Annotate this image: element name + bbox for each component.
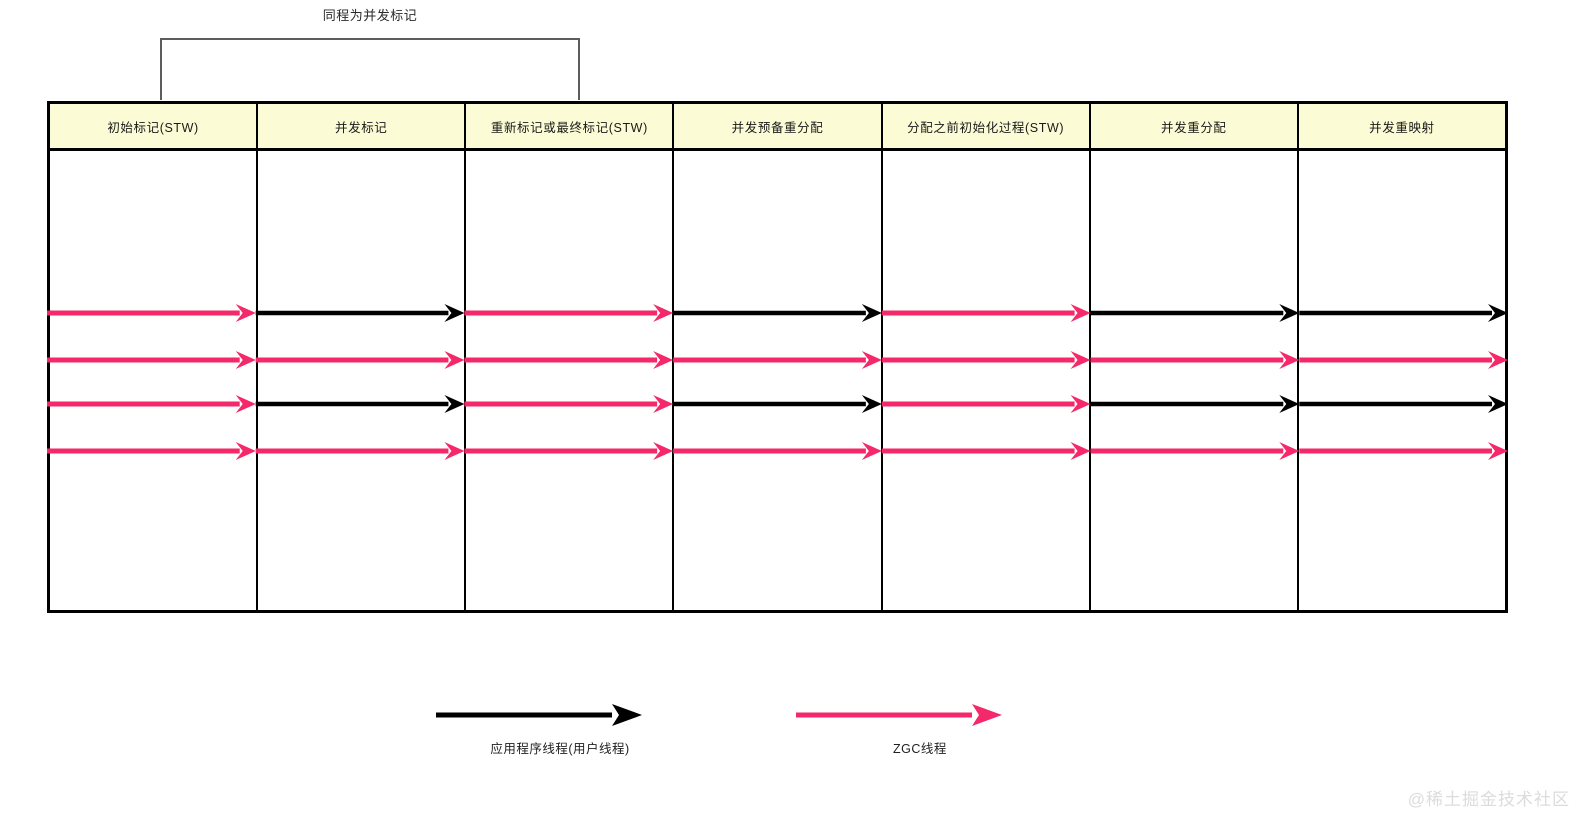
legend: 应用程序线程(用户线程) ZGC线程 xyxy=(0,690,1584,780)
app-thread-arrow-icon xyxy=(436,704,642,726)
legend-app-thread-label: 应用程序线程(用户线程) xyxy=(490,742,630,756)
zgc-phase-table: 初始标记(STW) 并发标记 重新标记或最终标记(STW) 并发预备重分配 分配… xyxy=(47,101,1508,613)
phase-header-cell-2: 并发标记 xyxy=(258,104,467,148)
phase-body-cell-6 xyxy=(1091,151,1299,610)
phase-body-row xyxy=(50,151,1505,610)
phase-header-row: 初始标记(STW) 并发标记 重新标记或最终标记(STW) 并发预备重分配 分配… xyxy=(50,104,1505,151)
phase-body-cell-3 xyxy=(466,151,675,610)
phase-body-cell-5 xyxy=(883,151,1091,610)
legend-zgc-thread: ZGC线程 xyxy=(750,690,1090,756)
phase-header-cell-7: 并发重映射 xyxy=(1298,104,1505,148)
phase-header-cell-5: 分配之前初始化过程(STW) xyxy=(882,104,1091,148)
bracket-annotation-label: 同程为并发标记 xyxy=(322,8,418,23)
phase-header-cell-1: 初始标记(STW) xyxy=(50,104,259,148)
phase-header-cell-4: 并发预备重分配 xyxy=(674,104,883,148)
phase-body-cell-7 xyxy=(1299,151,1505,610)
bracket-connector xyxy=(160,38,580,100)
phase-header-cell-6: 并发重分配 xyxy=(1090,104,1299,148)
legend-app-thread: 应用程序线程(用户线程) xyxy=(390,690,730,756)
phase-header-cell-3: 重新标记或最终标记(STW) xyxy=(466,104,675,148)
phase-body-cell-2 xyxy=(258,151,467,610)
zgc-thread-arrow-icon xyxy=(796,704,1002,726)
watermark: @稀土掘金技术社区 xyxy=(1407,790,1570,809)
legend-zgc-thread-label: ZGC线程 xyxy=(893,742,947,756)
phase-body-cell-1 xyxy=(50,151,259,610)
phase-body-cell-4 xyxy=(674,151,883,610)
